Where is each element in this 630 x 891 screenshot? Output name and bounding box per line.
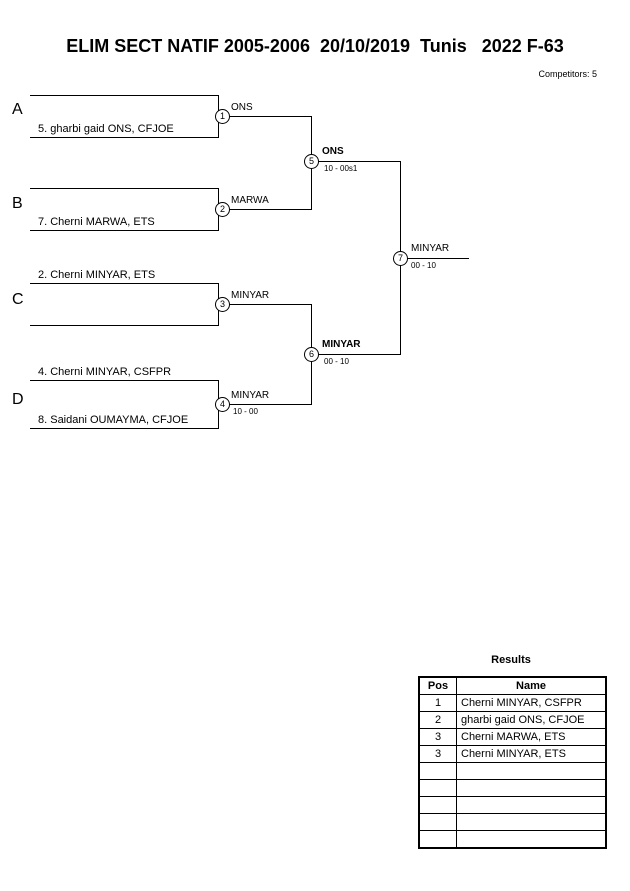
section-letter-d: D [12, 391, 24, 408]
match1-bottom-line [30, 137, 219, 138]
result-pos [418, 796, 457, 814]
section-letter-a: A [12, 101, 23, 118]
match3-winner-line [229, 304, 312, 305]
result-name: Cherni MINYAR, CSFPR [456, 694, 607, 712]
match7-score: 00 - 10 [411, 261, 436, 270]
match7-winner-label: MINYAR [411, 243, 450, 254]
match1-winner-line [229, 116, 312, 117]
match3-number: 3 [215, 297, 230, 312]
match3-top-line [30, 283, 219, 284]
results-title: Results [491, 654, 531, 666]
results-row [418, 830, 607, 849]
result-name [456, 813, 607, 831]
result-pos: 3 [418, 745, 457, 763]
match3-winner-label: MINYAR [231, 290, 270, 301]
match3-bottom-line [30, 325, 219, 326]
match1-bottom-competitor: 5. gharbi gaid ONS, CFJOE [38, 123, 174, 135]
results-header-row: Pos Name [418, 676, 607, 695]
match5-winner-line [318, 161, 400, 162]
result-pos [418, 762, 457, 780]
result-pos: 1 [418, 694, 457, 712]
result-name [456, 796, 607, 814]
page-title: ELIM SECT NATIF 2005-2006 20/10/2019 Tun… [66, 36, 564, 56]
match6-winner-line [318, 354, 400, 355]
match3-top-competitor: 2. Cherni MINYAR, ETS [38, 269, 156, 281]
results-row: 1 Cherni MINYAR, CSFPR [418, 694, 607, 712]
results-row [418, 779, 607, 797]
competitors-count: Competitors: 5 [538, 69, 597, 79]
result-pos: 3 [418, 728, 457, 746]
result-name [456, 762, 607, 780]
result-name [456, 779, 607, 797]
results-header-name: Name [456, 676, 607, 695]
match4-number: 4 [215, 397, 230, 412]
result-name [456, 830, 607, 849]
match4-top-competitor: 4. Cherni MINYAR, CSFPR [38, 366, 172, 378]
results-header-pos: Pos [418, 676, 457, 695]
results-row: 2 gharbi gaid ONS, CFJOE [418, 711, 607, 729]
result-name: Cherni MINYAR, ETS [456, 745, 607, 763]
result-pos: 2 [418, 711, 457, 729]
section-letter-c: C [12, 291, 24, 308]
section-letter-b: B [12, 195, 23, 212]
result-pos [418, 830, 457, 849]
results-row [418, 813, 607, 831]
match4-bottom-competitor: 8. Saidani OUMAYMA, CFJOE [38, 414, 189, 426]
match4-score: 10 - 00 [233, 407, 258, 416]
match5-winner-label: ONS [322, 146, 344, 157]
match2-bottom-competitor: 7. Cherni MARWA, ETS [38, 216, 155, 228]
match2-bottom-line [30, 230, 219, 231]
match6-number: 6 [304, 347, 319, 362]
match6-winner-label: MINYAR [322, 339, 361, 350]
results-row: 3 Cherni MINYAR, ETS [418, 745, 607, 763]
results-row: 3 Cherni MARWA, ETS [418, 728, 607, 746]
match5-score: 10 - 00s1 [324, 164, 358, 173]
match4-winner-line [229, 404, 312, 405]
result-pos [418, 813, 457, 831]
match6-score: 00 - 10 [324, 357, 349, 366]
match7-winner-line [407, 258, 469, 259]
match4-top-line [30, 380, 219, 381]
match4-winner-label: MINYAR [231, 390, 270, 401]
match2-top-line [30, 188, 219, 189]
results-row [418, 762, 607, 780]
match2-winner-line [229, 209, 312, 210]
match2-winner-label: MARWA [231, 195, 269, 206]
results-row [418, 796, 607, 814]
result-pos [418, 779, 457, 797]
result-name: Cherni MARWA, ETS [456, 728, 607, 746]
match4-bottom-line [30, 428, 219, 429]
match5-number: 5 [304, 154, 319, 169]
match1-number: 1 [215, 109, 230, 124]
result-name: gharbi gaid ONS, CFJOE [456, 711, 607, 729]
results-table: Pos Name 1 Cherni MINYAR, CSFPR 2 gharbi… [418, 676, 607, 849]
match1-top-line [30, 95, 219, 96]
match7-number: 7 [393, 251, 408, 266]
match2-number: 2 [215, 202, 230, 217]
match1-winner-label: ONS [231, 102, 253, 113]
